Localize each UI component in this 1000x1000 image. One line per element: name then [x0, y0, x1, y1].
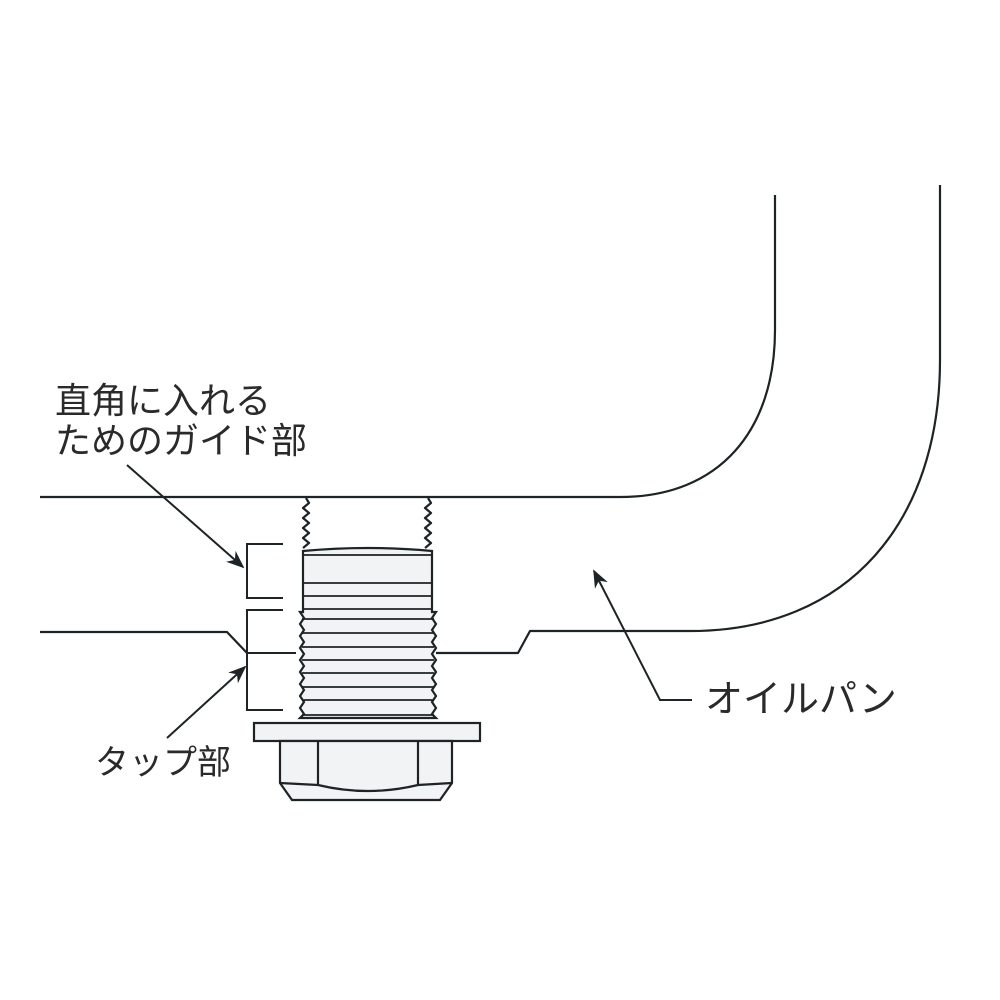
oil-pan-inner-wall — [436, 185, 942, 655]
tapped-hole-thread-right — [423, 497, 433, 549]
oil-pan-label: オイルパン — [705, 677, 897, 721]
tap-leader-arrow — [166, 665, 247, 739]
drain-bolt — [252, 546, 482, 802]
tap-label: タップ部 — [95, 743, 231, 783]
washer — [252, 721, 482, 743]
guide-label-line2: ためのガイド部 — [55, 421, 308, 462]
oil-pan-left-line — [40, 630, 248, 654]
oil-pan-leader-arrow — [593, 569, 692, 701]
hex-head-flats — [279, 741, 453, 793]
tap-bracket — [246, 609, 296, 711]
guide-leader-arrow — [126, 464, 245, 569]
oil-pan-outer-wall — [40, 195, 777, 499]
guide-bracket — [246, 543, 283, 599]
bolt-thread-lines — [302, 554, 434, 716]
tapped-hole-thread-left — [301, 497, 311, 549]
guide-label-line1: 直角に入れる — [55, 381, 272, 422]
